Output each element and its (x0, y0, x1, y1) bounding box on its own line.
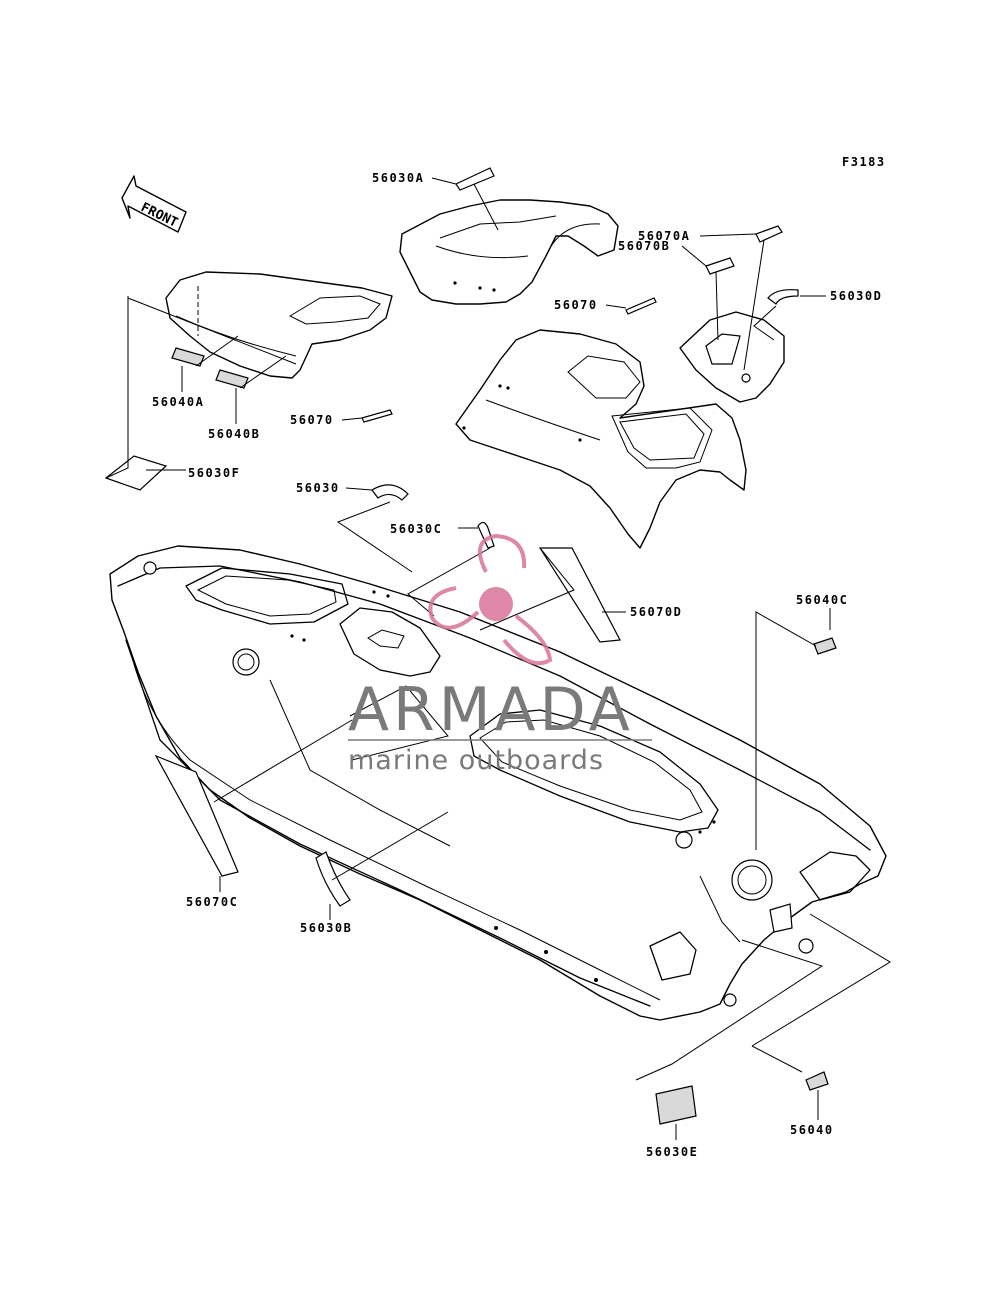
label-56030D: 56030D (830, 289, 882, 303)
decal-56030F (104, 455, 168, 491)
decal-56070C (154, 754, 239, 877)
propeller-logo-icon (428, 533, 553, 666)
seat-part (399, 199, 619, 305)
decal-56070-mid (361, 409, 393, 423)
watermark-title: ARMADA (348, 675, 634, 745)
label-56040: 56040 (790, 1123, 834, 1137)
decal-56030 (371, 484, 409, 501)
decal-56040B (215, 369, 249, 389)
label-56030A: 56030A (372, 171, 424, 185)
decal-56070A (755, 225, 783, 243)
front-arrow-icon: FRONT (121, 175, 187, 233)
watermark: ARMADA marine outboards (348, 533, 652, 776)
decal-56030C (477, 521, 495, 549)
label-56030B: 56030B (300, 921, 352, 935)
decal-56070D (538, 547, 621, 643)
decal-56030E (655, 1085, 697, 1125)
label-56030F: 56030F (188, 466, 240, 480)
label-56040B: 56040B (208, 427, 260, 441)
watermark-subtitle: marine outboards (348, 745, 604, 776)
decal-56030A (455, 167, 495, 191)
decal-56040C (813, 637, 837, 655)
label-56070A: 56070A (638, 229, 690, 243)
decal-56040A (171, 347, 205, 367)
decal-56070-top (625, 297, 657, 315)
label-56070D: 56070D (630, 605, 682, 619)
label-56040A: 56040A (152, 395, 204, 409)
label-56030: 56030 (296, 481, 340, 495)
label-56070-mid: 56070 (290, 413, 334, 427)
label-56070C: 56070C (186, 895, 238, 909)
storage-lid-part (679, 311, 785, 403)
decal-56070B (705, 257, 735, 275)
label-56070-top: 56070 (554, 298, 598, 312)
label-56040C: 56040C (796, 593, 848, 607)
decal-56040 (805, 1071, 829, 1091)
label-56070B: 56070B (618, 239, 670, 253)
label-56030C: 56030C (390, 522, 442, 536)
leader-lines (105, 177, 891, 1140)
decal-56030D (767, 289, 799, 305)
part-labels: 56030A 56070A 56070B 56030D 56070 56040A… (152, 171, 882, 1159)
hull-part (109, 545, 887, 1021)
deck-part (455, 329, 747, 549)
label-56030E: 56030E (646, 1145, 698, 1159)
figure-code: F3183 (842, 155, 886, 169)
